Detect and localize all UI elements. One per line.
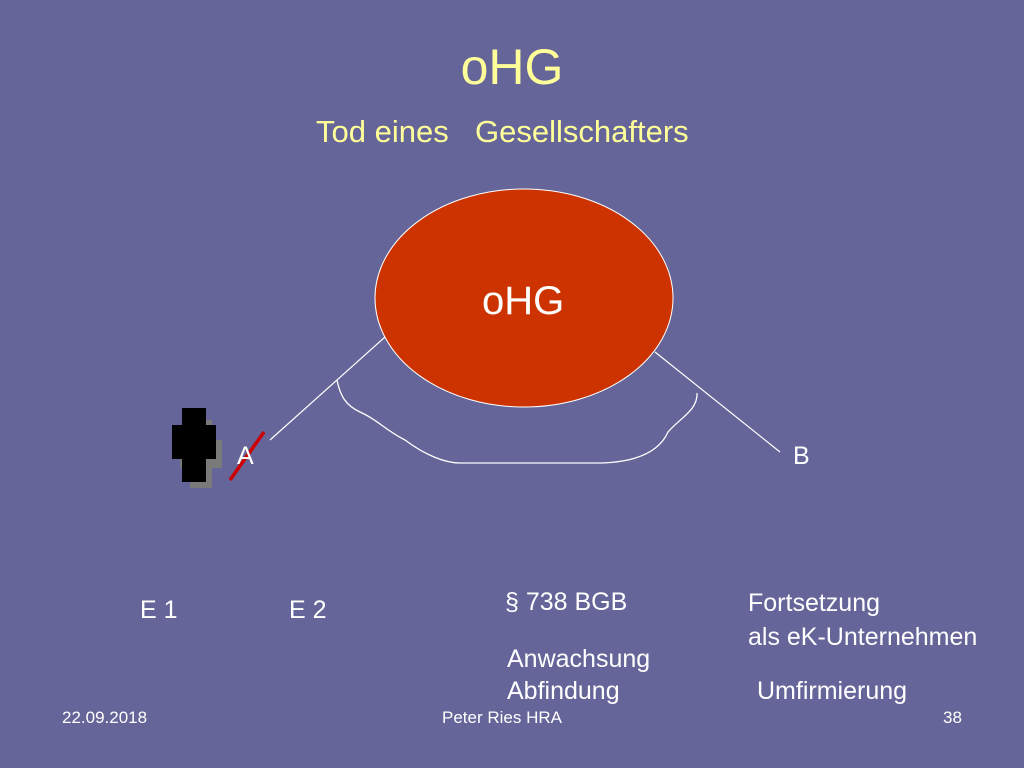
strike-mark bbox=[228, 430, 266, 482]
law-reference: § 738 BGB bbox=[505, 588, 628, 616]
deceased-person-icon bbox=[172, 408, 222, 488]
heir-2-label: E 2 bbox=[289, 596, 327, 624]
partners-bracket bbox=[336, 379, 698, 464]
renaming-label: Umfirmierung bbox=[757, 677, 908, 705]
slide-title: oHG bbox=[460, 39, 564, 95]
ohg-ellipse bbox=[374, 188, 674, 408]
partner-a-label: A bbox=[237, 442, 254, 470]
effect-compensation: Abfindung bbox=[507, 677, 620, 705]
slide-subtitle-part2: Gesellschafters bbox=[475, 114, 689, 149]
connector-line-a bbox=[269, 336, 386, 441]
partner-b-label: B bbox=[793, 442, 810, 470]
effect-accrual: Anwachsung bbox=[507, 645, 651, 673]
footer-author: Peter Ries HRA bbox=[442, 708, 562, 727]
footer-page-number: 38 bbox=[943, 708, 962, 727]
ellipse-label: oHG bbox=[482, 279, 565, 323]
connector-line-b bbox=[654, 351, 781, 453]
heir-1-label: E 1 bbox=[140, 596, 178, 624]
slide-subtitle-part1: Tod eines bbox=[316, 114, 449, 149]
footer-date: 22.09.2018 bbox=[62, 708, 148, 727]
continuation-line2: als eK-Unternehmen bbox=[748, 623, 978, 651]
continuation-line1: Fortsetzung bbox=[748, 589, 881, 617]
